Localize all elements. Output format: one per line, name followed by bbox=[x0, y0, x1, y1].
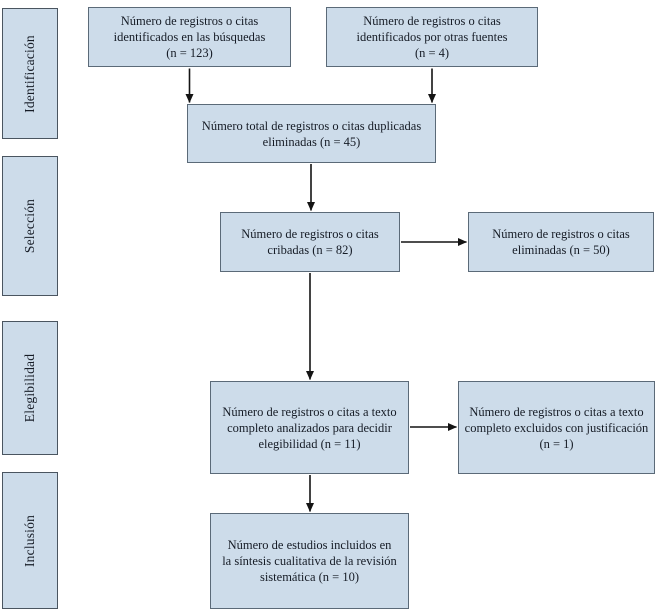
box-line: Número de registros o citas bbox=[241, 227, 379, 241]
box-line: Número de estudios incluidos en bbox=[227, 538, 392, 552]
box-line: Número de registros o citas bbox=[492, 227, 630, 241]
box-count: (n = 4) bbox=[414, 46, 450, 60]
stage-identificacion: Identificación bbox=[2, 8, 58, 139]
box-count: (n = 1) bbox=[539, 436, 574, 451]
box-line: identificados en las búsquedas bbox=[113, 30, 266, 44]
box-included-synthesis: Número de estudios incluidos en la sínte… bbox=[210, 513, 409, 609]
box-count: eliminadas (n = 50) bbox=[512, 243, 610, 257]
box-line: Número de registros o citas a texto bbox=[469, 404, 644, 419]
box-screened-excluded: Número de registros o citas eliminadas (… bbox=[468, 212, 654, 272]
box-count: elegibilidad (n = 11) bbox=[258, 436, 361, 451]
box-line: Número de registros o citas bbox=[363, 14, 501, 28]
stage-label: Inclusión bbox=[21, 514, 37, 567]
stage-label: Selección bbox=[22, 198, 37, 254]
stage-label: Elegibilidad bbox=[22, 353, 38, 423]
box-duplicates-removed: Número total de registros o citas duplic… bbox=[187, 104, 436, 163]
stage-elegibilidad: Elegibilidad bbox=[2, 321, 58, 455]
box-line: la síntesis cualitativa de la revisión bbox=[222, 554, 397, 568]
box-fulltext-assessed: Número de registros o citas a texto comp… bbox=[210, 381, 409, 474]
box-count: sistemática (n = 10) bbox=[259, 570, 360, 584]
stage-inclusion: Inclusión bbox=[2, 472, 58, 609]
box-line: Número de registros o citas bbox=[120, 14, 259, 28]
box-identified-other-sources: Número de registros o citas identificado… bbox=[326, 7, 538, 67]
stage-label: Identificación bbox=[22, 34, 38, 113]
box-screened: Número de registros o citas cribadas (n … bbox=[220, 212, 400, 272]
box-line: completo excluidos con justificación bbox=[464, 420, 649, 435]
box-line: Número de registros o citas a texto bbox=[222, 404, 397, 419]
stage-seleccion: Selección bbox=[2, 156, 58, 296]
box-line: Número total de registros o citas duplic… bbox=[201, 118, 422, 133]
box-line: completo analizados para decidir bbox=[227, 420, 392, 435]
box-line: identificados por otras fuentes bbox=[356, 30, 508, 44]
box-count: (n = 123) bbox=[166, 46, 213, 60]
box-count: eliminadas (n = 45) bbox=[262, 134, 361, 149]
box-fulltext-excluded: Número de registros o citas a texto comp… bbox=[458, 381, 655, 474]
box-count: cribadas (n = 82) bbox=[267, 243, 353, 257]
box-identified-searches: Número de registros o citas identificado… bbox=[88, 7, 291, 67]
